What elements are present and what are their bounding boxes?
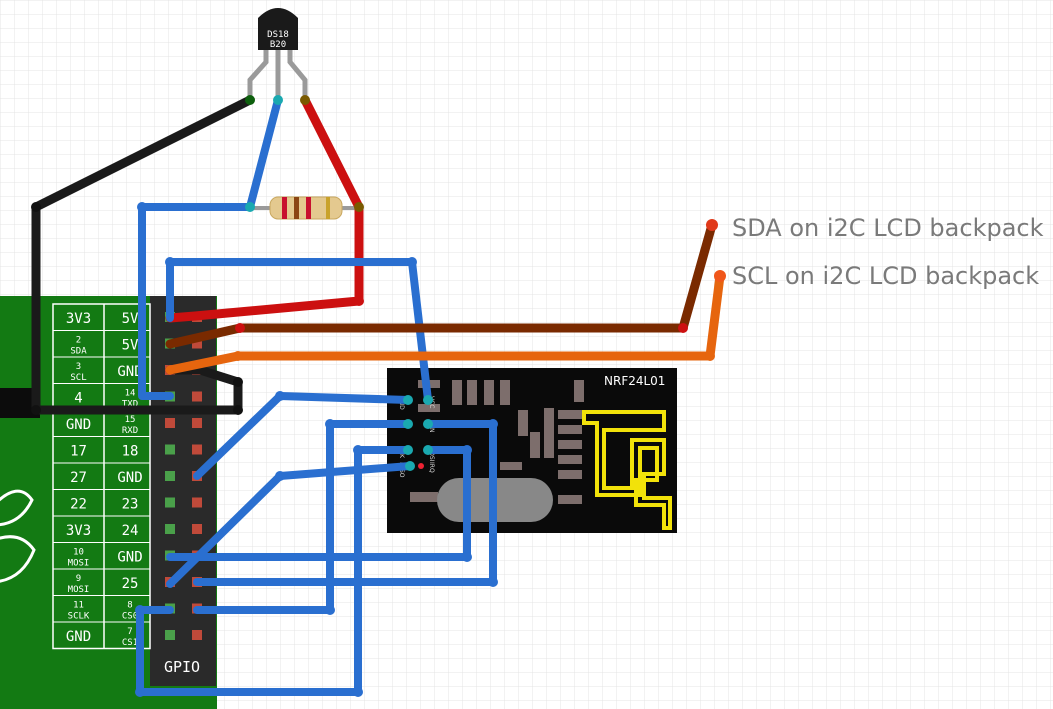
header-pin <box>192 418 202 428</box>
header-pin <box>165 471 175 481</box>
pin-label-right: 5V <box>122 338 139 354</box>
header-pin <box>165 497 175 508</box>
sensor-legs <box>247 50 308 100</box>
pin-label-right: GND <box>117 470 142 486</box>
pin-label-right: 23 <box>122 497 139 513</box>
pin-label-left: 4 <box>74 391 82 407</box>
pin-label-right-number: 8 <box>127 601 132 611</box>
pin-label-right: 5V <box>122 311 139 327</box>
pin-label-left-number: 10 <box>73 548 84 558</box>
header-pin <box>192 444 202 455</box>
pin-label-right-function: CS1 <box>122 638 138 648</box>
pin-label-left: 27 <box>70 470 87 486</box>
pin-label-right: 18 <box>122 444 139 460</box>
header-pin <box>165 418 175 428</box>
pin-label-left-number: 2 <box>76 336 81 346</box>
pin-label-right-function: TXD <box>122 400 138 410</box>
sensor-label-line2: B20 <box>270 40 286 50</box>
pin-label-left-function: MOSI <box>68 585 90 595</box>
nrf-pin-label: IRQ <box>428 462 435 473</box>
header-pin <box>165 524 175 534</box>
wire-nrf-csn <box>193 420 412 614</box>
header-pin <box>165 444 175 455</box>
wire-nrf-ce <box>193 420 497 586</box>
pin-label-right-function: CS0 <box>122 612 138 622</box>
pcb-antenna <box>582 410 672 530</box>
pin-label-right-function: RXD <box>122 426 138 436</box>
pullup-resistor <box>250 196 360 220</box>
pin-label-right: GND <box>117 550 142 566</box>
pin-label-left: 3V3 <box>66 311 91 327</box>
header-pin <box>165 630 175 640</box>
pin-table-outline <box>52 303 151 650</box>
irq-pin-marker <box>418 463 424 469</box>
nrf24l01-label: NRF24L01 <box>604 374 665 388</box>
pin-label-right-number: 14 <box>125 389 136 399</box>
header-pin <box>192 338 202 349</box>
smd-components <box>410 380 584 504</box>
pin-label-left: 17 <box>70 444 87 460</box>
pin-label-right: GND <box>117 364 142 380</box>
pin-label-right: 24 <box>122 523 139 539</box>
pin-label-left-function: MOSI <box>68 559 90 569</box>
wire-scl <box>165 271 725 375</box>
scl-annotation: SCL on i2C LCD backpack <box>732 262 1039 290</box>
wires <box>31 95 726 697</box>
gpio-label: GPIO <box>164 658 200 676</box>
sda-annotation: SDA on i2C LCD backpack <box>732 214 1044 242</box>
pin-label-left: 3V3 <box>66 523 91 539</box>
header-pin <box>192 391 202 402</box>
header-pin <box>192 630 202 640</box>
ds18b20-sensor: DS18 B20 <box>247 8 308 100</box>
pin-label-right-number: 7 <box>127 627 132 637</box>
pin-label-left-number: 11 <box>73 601 84 611</box>
header-pin <box>192 524 202 534</box>
wire-nrf-miso <box>166 446 471 561</box>
pin-label-left-function: SDA <box>70 347 87 357</box>
pin-label-left: GND <box>66 629 91 645</box>
pin-label-right: 25 <box>122 576 139 592</box>
pin-label-left: GND <box>66 417 91 433</box>
pin-label-left: 22 <box>70 497 87 513</box>
pin-label-right-number: 15 <box>125 415 136 425</box>
pin-label-left-number: 9 <box>76 574 81 584</box>
wire-sda <box>165 220 717 349</box>
raspberry-logo-icon <box>0 489 36 583</box>
header-pin <box>192 497 202 508</box>
sensor-label-line1: DS18 <box>267 30 289 40</box>
pin-label-left-number: 3 <box>76 362 81 372</box>
wire-endpoints <box>31 95 726 697</box>
pin-label-left-function: SCL <box>70 373 86 383</box>
pin-label-left-function: SCLK <box>68 612 90 622</box>
gpio-header-strip <box>150 296 216 686</box>
